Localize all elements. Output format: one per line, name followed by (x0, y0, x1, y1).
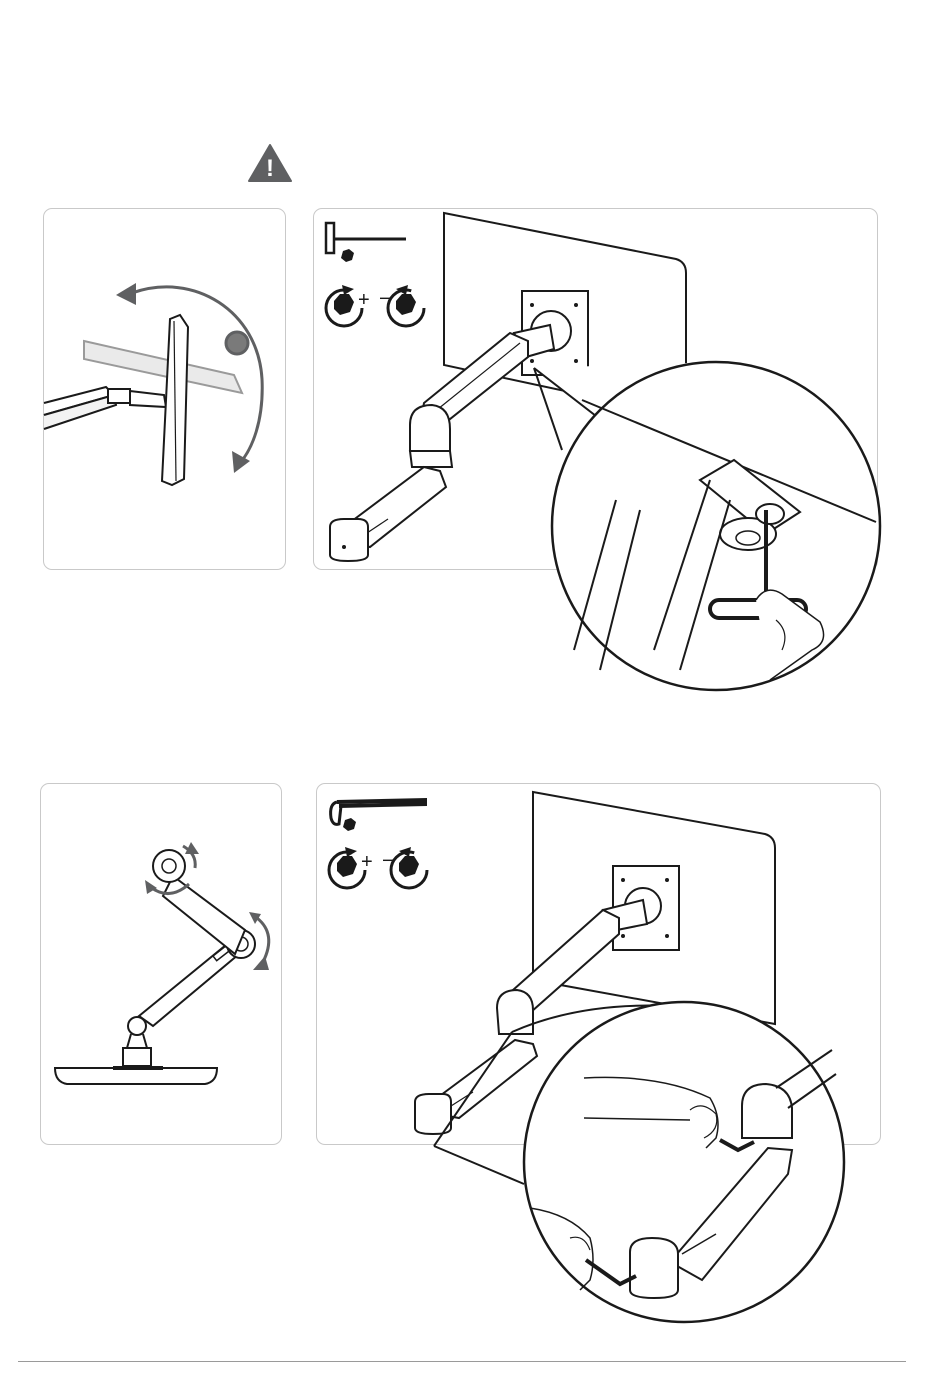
arm-joint-rotation-illustration (41, 784, 283, 1146)
arm-joint-detail-magnifier (420, 998, 840, 1328)
t-handle-hex-key-icon (326, 223, 406, 262)
monitor-tilt-illustration (44, 209, 287, 571)
l-hex-key-icon (331, 800, 425, 831)
tighten-clockwise-plus-icon: + (326, 285, 370, 326)
loosen-sign: − (382, 850, 394, 872)
tighten-clockwise-plus-icon: + (329, 847, 373, 888)
tilt-detail-magnifier (520, 350, 880, 690)
section1-left-panel (43, 208, 286, 570)
warning-glyph: ! (266, 155, 274, 182)
footer-rule (18, 1361, 906, 1362)
warning-triangle-icon: ! (248, 143, 292, 183)
section2-left-panel (40, 783, 282, 1145)
tighten-sign: + (361, 851, 373, 873)
tighten-sign: + (358, 289, 370, 311)
loosen-counterclockwise-minus-icon: − (382, 847, 427, 888)
loosen-sign: − (379, 288, 391, 310)
loosen-counterclockwise-minus-icon: − (379, 285, 424, 326)
